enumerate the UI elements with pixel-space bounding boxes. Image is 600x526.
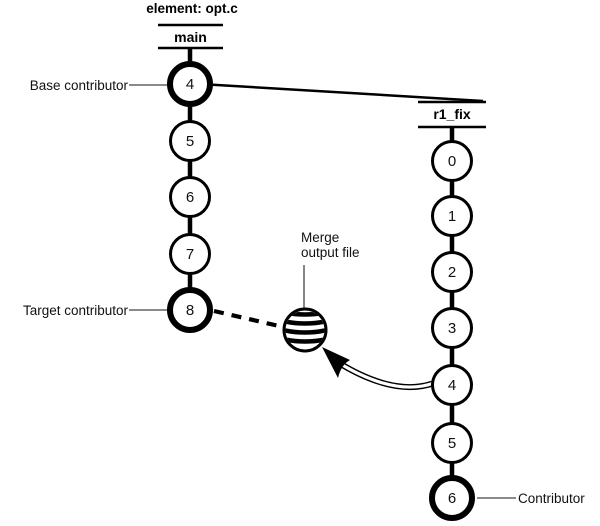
branch-name-r1fix: r1_fix bbox=[433, 106, 471, 122]
branch-off-line bbox=[199, 82, 484, 103]
version-node-r1fix-2: 2 bbox=[431, 251, 473, 293]
target-contributor-label: Target contributor bbox=[22, 303, 128, 318]
version-node-main-7: 7 bbox=[169, 233, 211, 275]
element-title: element: opt.c bbox=[146, 1, 238, 16]
branch-name-main: main bbox=[174, 29, 207, 45]
version-node-main-8: 8 bbox=[167, 287, 213, 333]
version-node-r1fix-4: 4 bbox=[431, 364, 473, 406]
merge-output-label: Merge output file bbox=[301, 230, 373, 260]
version-node-r1fix-5: 5 bbox=[431, 422, 473, 464]
base-contributor-label: Base contributor bbox=[29, 78, 128, 93]
merge-output-sphere bbox=[282, 307, 328, 353]
merge-output-label-line1: Merge bbox=[301, 230, 340, 245]
version-node-main-6: 6 bbox=[169, 176, 211, 218]
version-node-r1fix-0: 0 bbox=[431, 140, 473, 182]
version-node-r1fix-3: 3 bbox=[431, 307, 473, 349]
merge-output-label-line2: output file bbox=[301, 245, 360, 260]
version-node-main-5: 5 bbox=[169, 120, 211, 162]
merge-arrow bbox=[322, 347, 436, 391]
version-node-r1fix-1: 1 bbox=[431, 195, 473, 237]
contributor-label: Contributor bbox=[518, 491, 585, 506]
target-merge-dashed-line bbox=[213, 308, 293, 332]
version-node-main-4: 4 bbox=[167, 61, 213, 107]
version-node-r1fix-6: 6 bbox=[429, 475, 475, 521]
merge-arrowhead bbox=[322, 347, 350, 378]
